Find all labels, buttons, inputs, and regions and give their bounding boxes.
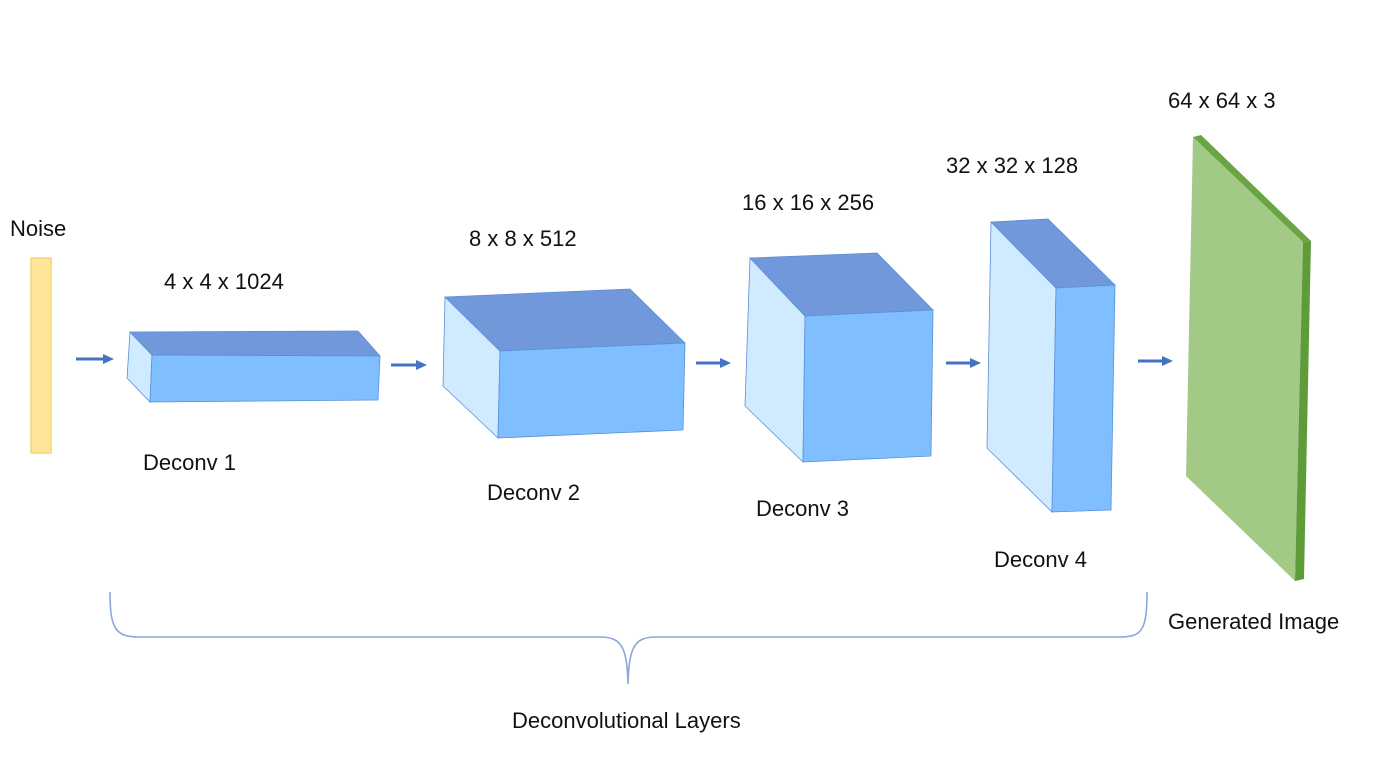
- deconv-1-block: 4 x 4 x 1024 Deconv 1: [126, 269, 381, 475]
- arrow-noise-to-deconv-1: [76, 354, 114, 364]
- noise-vector: [30, 257, 52, 454]
- deconv-layers-label: Deconvolutional Layers: [512, 708, 741, 733]
- arrow-deconv-3-to-deconv-4: [946, 358, 981, 368]
- deconv-2-block: 8 x 8 x 512 Deconv 2: [442, 226, 686, 505]
- deconv-2-dims: 8 x 8 x 512: [469, 226, 577, 251]
- noise-input: Noise: [10, 216, 66, 454]
- arrows: [76, 354, 1173, 370]
- noise-label: Noise: [10, 216, 66, 241]
- deconv-2-front-face: [497, 342, 686, 439]
- deconv-1-dims: 4 x 4 x 1024: [164, 269, 284, 294]
- generated-image-front-face: [1186, 137, 1303, 581]
- deconv-3-front-face: [802, 309, 934, 463]
- deconv-1-front-face: [149, 354, 381, 403]
- deconv-layers-brace: [109, 591, 1148, 685]
- deconv-2-label: Deconv 2: [487, 480, 580, 505]
- deconv-4-front-face: [1051, 284, 1116, 513]
- arrow-deconv-1-to-deconv-2: [391, 360, 427, 370]
- generated-image-side-edge: [1295, 241, 1311, 581]
- deconv-3-block: 16 x 16 x 256 Deconv 3: [742, 190, 934, 521]
- deconv-4-dims: 32 x 32 x 128: [946, 153, 1078, 178]
- arrow-deconv-2-to-deconv-3: [696, 358, 731, 368]
- deconv-4-block: 32 x 32 x 128 Deconv 4: [946, 153, 1116, 572]
- deconv-3-label: Deconv 3: [756, 496, 849, 521]
- deconv-4-label: Deconv 4: [994, 547, 1087, 572]
- generated-image-block: 64 x 64 x 3 Generated Image: [1168, 88, 1339, 634]
- generated-image-dims: 64 x 64 x 3: [1168, 88, 1276, 113]
- deconv-1-label: Deconv 1: [143, 450, 236, 475]
- arrow-deconv-4-to-image: [1138, 356, 1173, 366]
- deconv-3-dims: 16 x 16 x 256: [742, 190, 874, 215]
- deconv-1-top-face: [129, 330, 381, 357]
- generated-image-edge: [1193, 135, 1311, 242]
- generated-image-label: Generated Image: [1168, 609, 1339, 634]
